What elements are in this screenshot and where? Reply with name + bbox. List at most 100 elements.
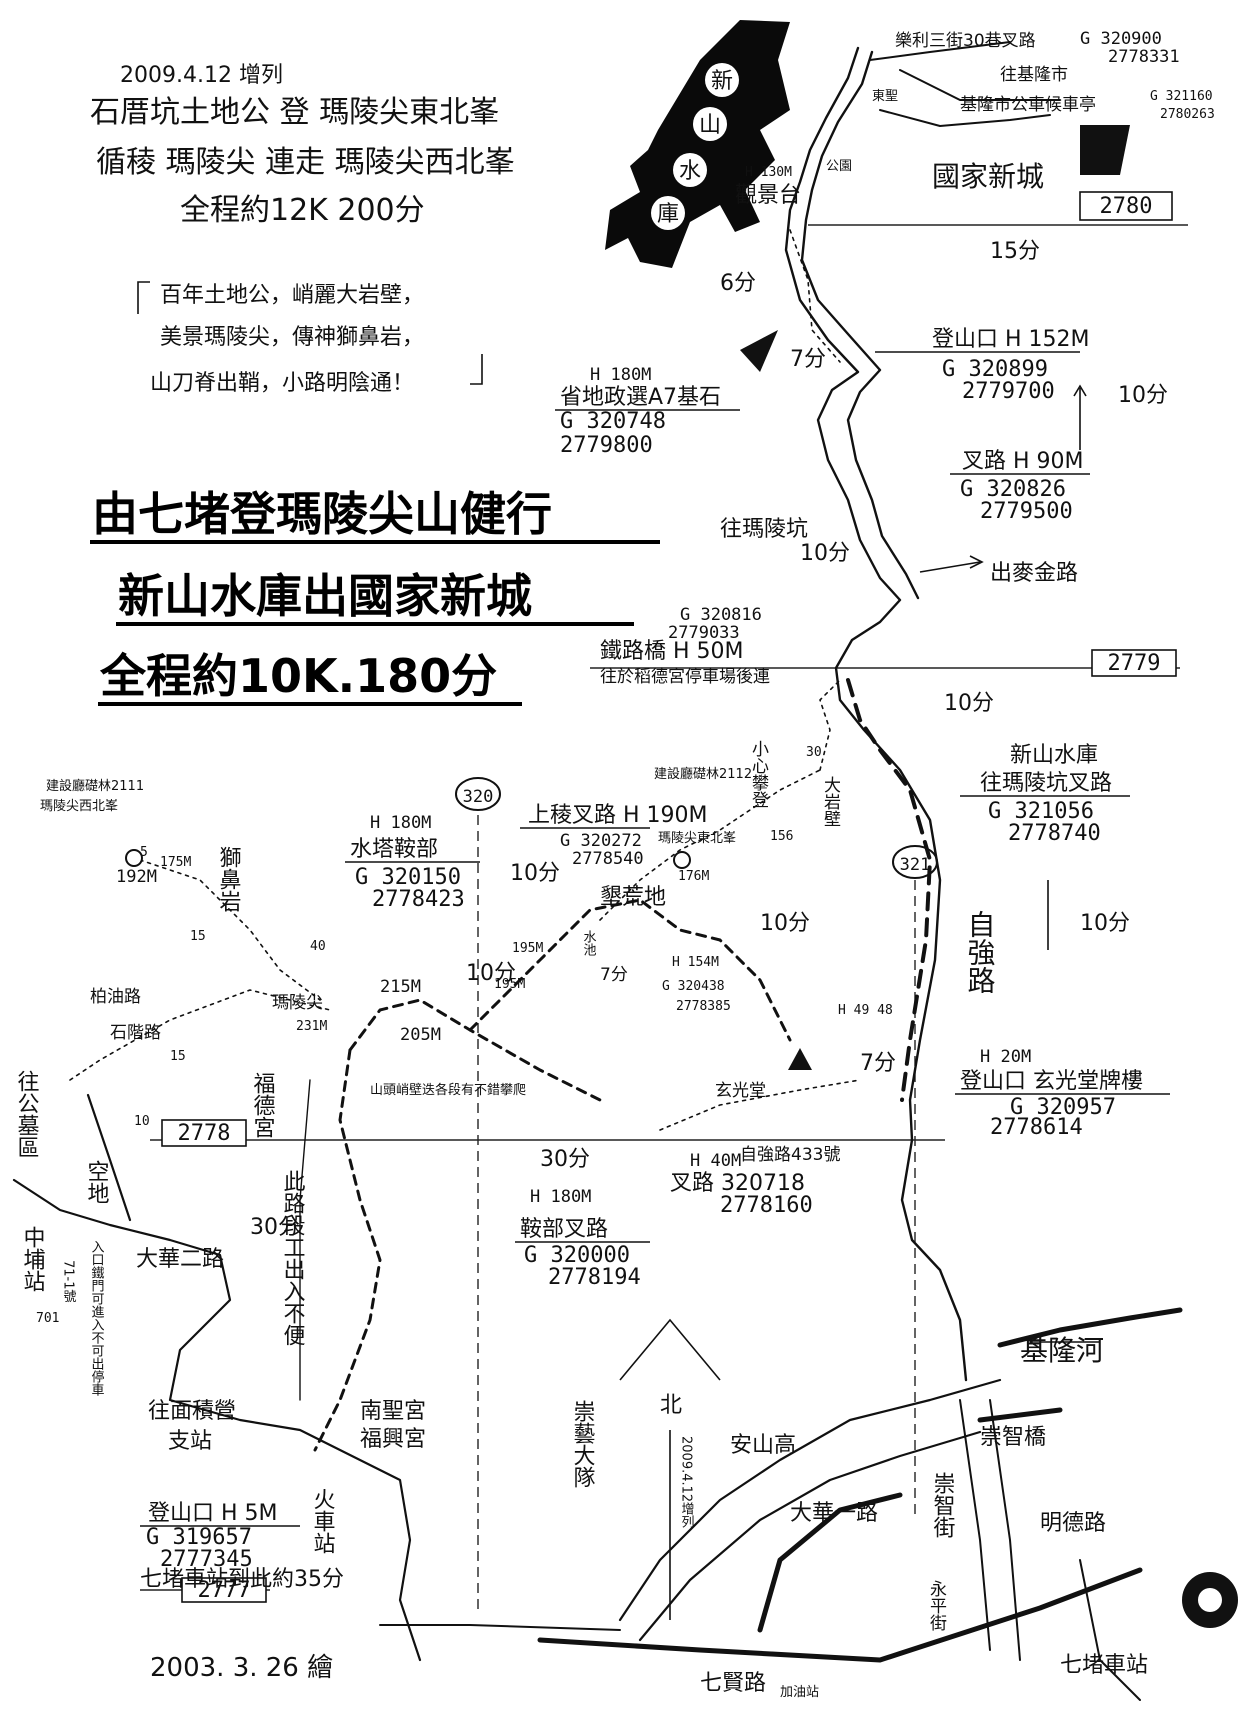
label-bridge-g1: G 320816 bbox=[680, 605, 762, 625]
label-chongzhi-street: 崇智街 bbox=[930, 1472, 956, 1538]
highlight-line-2: 美景瑪陵尖，傳神獅鼻岩， bbox=[160, 325, 424, 350]
label-peak-nw-h: 192M bbox=[116, 867, 157, 887]
label-h195a: 195M bbox=[512, 941, 543, 956]
label-stone-path: 石階路 bbox=[110, 1023, 161, 1043]
label-lion-rock: 獅鼻岩 bbox=[216, 846, 242, 912]
trail-cliff bbox=[819, 679, 841, 771]
time-7min-c: 7分 bbox=[860, 1051, 896, 1076]
label-xuanguang: 玄光堂 bbox=[715, 1081, 766, 1101]
label-trailhead-south-g1: G 320957 bbox=[1010, 1095, 1116, 1120]
grid-label-320: 320 bbox=[463, 787, 494, 807]
label-draw-date: 2003. 3. 26 繪 bbox=[150, 1653, 333, 1683]
xuanguang-marker bbox=[788, 1048, 812, 1070]
trail-ziqiang-arrowed bbox=[846, 678, 932, 1102]
label-saddle-h: H 180M bbox=[530, 1187, 591, 1207]
label-army-unit: 崇藝大隊 bbox=[570, 1400, 596, 1488]
header-date-note: 2009.4.12 增列 bbox=[120, 63, 283, 88]
time-10min-f: 10分 bbox=[510, 861, 560, 886]
road-dahua-1 bbox=[757, 1492, 903, 1633]
grid-label-2779: 2779 bbox=[1108, 651, 1161, 676]
trail-lion-rock bbox=[139, 859, 321, 1001]
label-north-date: 2009.4.12增列 bbox=[679, 1436, 695, 1530]
label-cemetery: 往公墓區 bbox=[14, 1070, 40, 1158]
label-yongping: 永平街 bbox=[926, 1580, 947, 1631]
road-station-lane bbox=[1079, 1559, 1141, 1701]
label-viewpoint-h: H 130M bbox=[745, 165, 792, 180]
main-road-west-edge bbox=[784, 46, 968, 1382]
header-route-line-1: 石厝坑土地公 登 瑪陵尖東北峯 bbox=[90, 95, 499, 130]
label-trailhead-bottom-g1: G 319657 bbox=[146, 1525, 252, 1550]
road-dahua-2 bbox=[12, 1178, 422, 1662]
label-bus-g2: 2780263 bbox=[1160, 107, 1215, 122]
label-upper-fork-g2: 2778540 bbox=[572, 849, 644, 869]
grid-labels: 2780 2779 2778 2777 320 321 bbox=[161, 191, 1177, 1603]
dist-10: 10 bbox=[134, 1114, 150, 1129]
trail-xuanguang bbox=[659, 1079, 861, 1131]
new-mountain-reservoir: 新 山 水 庫 bbox=[605, 20, 790, 268]
grid-label-321: 321 bbox=[900, 855, 931, 875]
dist-40: 40 bbox=[310, 939, 326, 954]
label-keelung-river: 基隆河 bbox=[1020, 1334, 1104, 1367]
label-ziqiang-road: 自強路 bbox=[964, 910, 997, 994]
label-gas-station: 加油站 bbox=[780, 1685, 819, 1700]
label-peak-nw-sign: 建設廳礎林2111 bbox=[46, 778, 144, 794]
label-to-main-road: 出麥金路 bbox=[990, 561, 1078, 586]
label-marker-g: G 320438 bbox=[662, 979, 725, 994]
title-line-2: 新山水庫出國家新城 bbox=[118, 569, 532, 623]
label-tower-g1: G 320150 bbox=[355, 865, 461, 890]
time-15min: 15分 bbox=[990, 239, 1040, 264]
label-peak-ne-sign: 建設廳礎林2112 bbox=[654, 766, 752, 782]
label-pool: 水池 bbox=[581, 930, 597, 956]
trail-side-west bbox=[299, 1079, 311, 1401]
label-to-slope: 往瑪陵坑 bbox=[720, 517, 808, 542]
road-chongzhi bbox=[959, 1399, 991, 1651]
label-top-junction-g1: G 320900 bbox=[1080, 29, 1162, 49]
label-bridge-note: 往於稻德宮停車場後連 bbox=[600, 667, 770, 687]
north-arrow-head bbox=[619, 1318, 721, 1381]
label-trailhead-south: 登山口 玄光堂牌樓 bbox=[960, 1069, 1143, 1094]
road-anshan-2 bbox=[638, 1430, 982, 1642]
header-notes: 2009.4.12 增列 石厝坑土地公 登 瑪陵尖東北峯 循稜 瑪陵尖 連走 瑪… bbox=[90, 63, 515, 228]
label-saddle-g2: 2778194 bbox=[548, 1265, 641, 1290]
time-6min: 6分 bbox=[720, 271, 756, 296]
label-benchmark-g2: 2779800 bbox=[560, 433, 653, 458]
label-h205: 205M bbox=[400, 1025, 441, 1045]
header-route-line-3: 全程約12K 200分 bbox=[180, 193, 425, 228]
label-peak-ne-h: 176M bbox=[678, 869, 709, 884]
time-7min: 7分 bbox=[790, 347, 826, 372]
label-fork-90: 叉路 H 90M bbox=[962, 449, 1084, 474]
symbols bbox=[125, 125, 1238, 1628]
road-chongzhi-bridge bbox=[977, 1407, 1063, 1423]
label-upper-fork: 上稜叉路 H 190M bbox=[528, 803, 708, 828]
label-park: 公園 bbox=[826, 159, 852, 174]
label-bridge-g2: 2779033 bbox=[668, 623, 740, 643]
label-upper-fork-g1: G 320272 bbox=[560, 831, 642, 851]
dist-156: 156 bbox=[770, 829, 793, 844]
label-dahua-road-2: 大華二路 bbox=[136, 1247, 224, 1272]
label-benchmark-h: H 180M bbox=[590, 365, 651, 385]
time-10min-c: 10分 bbox=[944, 691, 994, 716]
label-cliff: 大岩壁 bbox=[820, 776, 841, 827]
label-zhongpu-no: 71-1號 bbox=[61, 1260, 77, 1304]
label-caution: 小心攀登 bbox=[748, 740, 769, 808]
label-tower: 水塔鞍部 bbox=[350, 837, 438, 862]
label-north: 北 bbox=[660, 1393, 682, 1418]
label-tower-h: H 180M bbox=[370, 813, 431, 833]
label-fork-new-g2: 2778740 bbox=[1008, 821, 1101, 846]
grid-label-2780: 2780 bbox=[1100, 194, 1153, 219]
label-trailhead-bottom-g2: 2777345 bbox=[160, 1547, 253, 1572]
label-fork-new-mountain-2: 往瑪陵坑叉路 bbox=[980, 771, 1112, 796]
place-labels: 樂利三街30巷叉路 G 320900 2778331 往基隆市 基隆市公車候車亭… bbox=[14, 29, 1215, 1700]
road-keelung-river bbox=[997, 1307, 1183, 1348]
label-new-city: 國家新城 bbox=[932, 160, 1044, 193]
road-chongzhi-2 bbox=[989, 1399, 1021, 1661]
trail-reservoir-dotted bbox=[789, 229, 841, 363]
dist-5: 5 bbox=[140, 845, 148, 860]
label-top-junction: 樂利三街30巷叉路 bbox=[895, 31, 1036, 51]
road-to-keelung bbox=[899, 69, 1061, 101]
label-ridge-note: 山頭峭壁迭各段有不錯攀爬 bbox=[370, 1082, 526, 1098]
label-dahua-road-1: 大華一路 bbox=[790, 1501, 878, 1526]
label-walk-note: 七堵車站到此約35分 bbox=[140, 1567, 344, 1592]
highlight-line-1: 百年土地公，峭麗大岩壁， bbox=[160, 283, 424, 308]
time-10min-g: 10分 bbox=[466, 961, 516, 986]
